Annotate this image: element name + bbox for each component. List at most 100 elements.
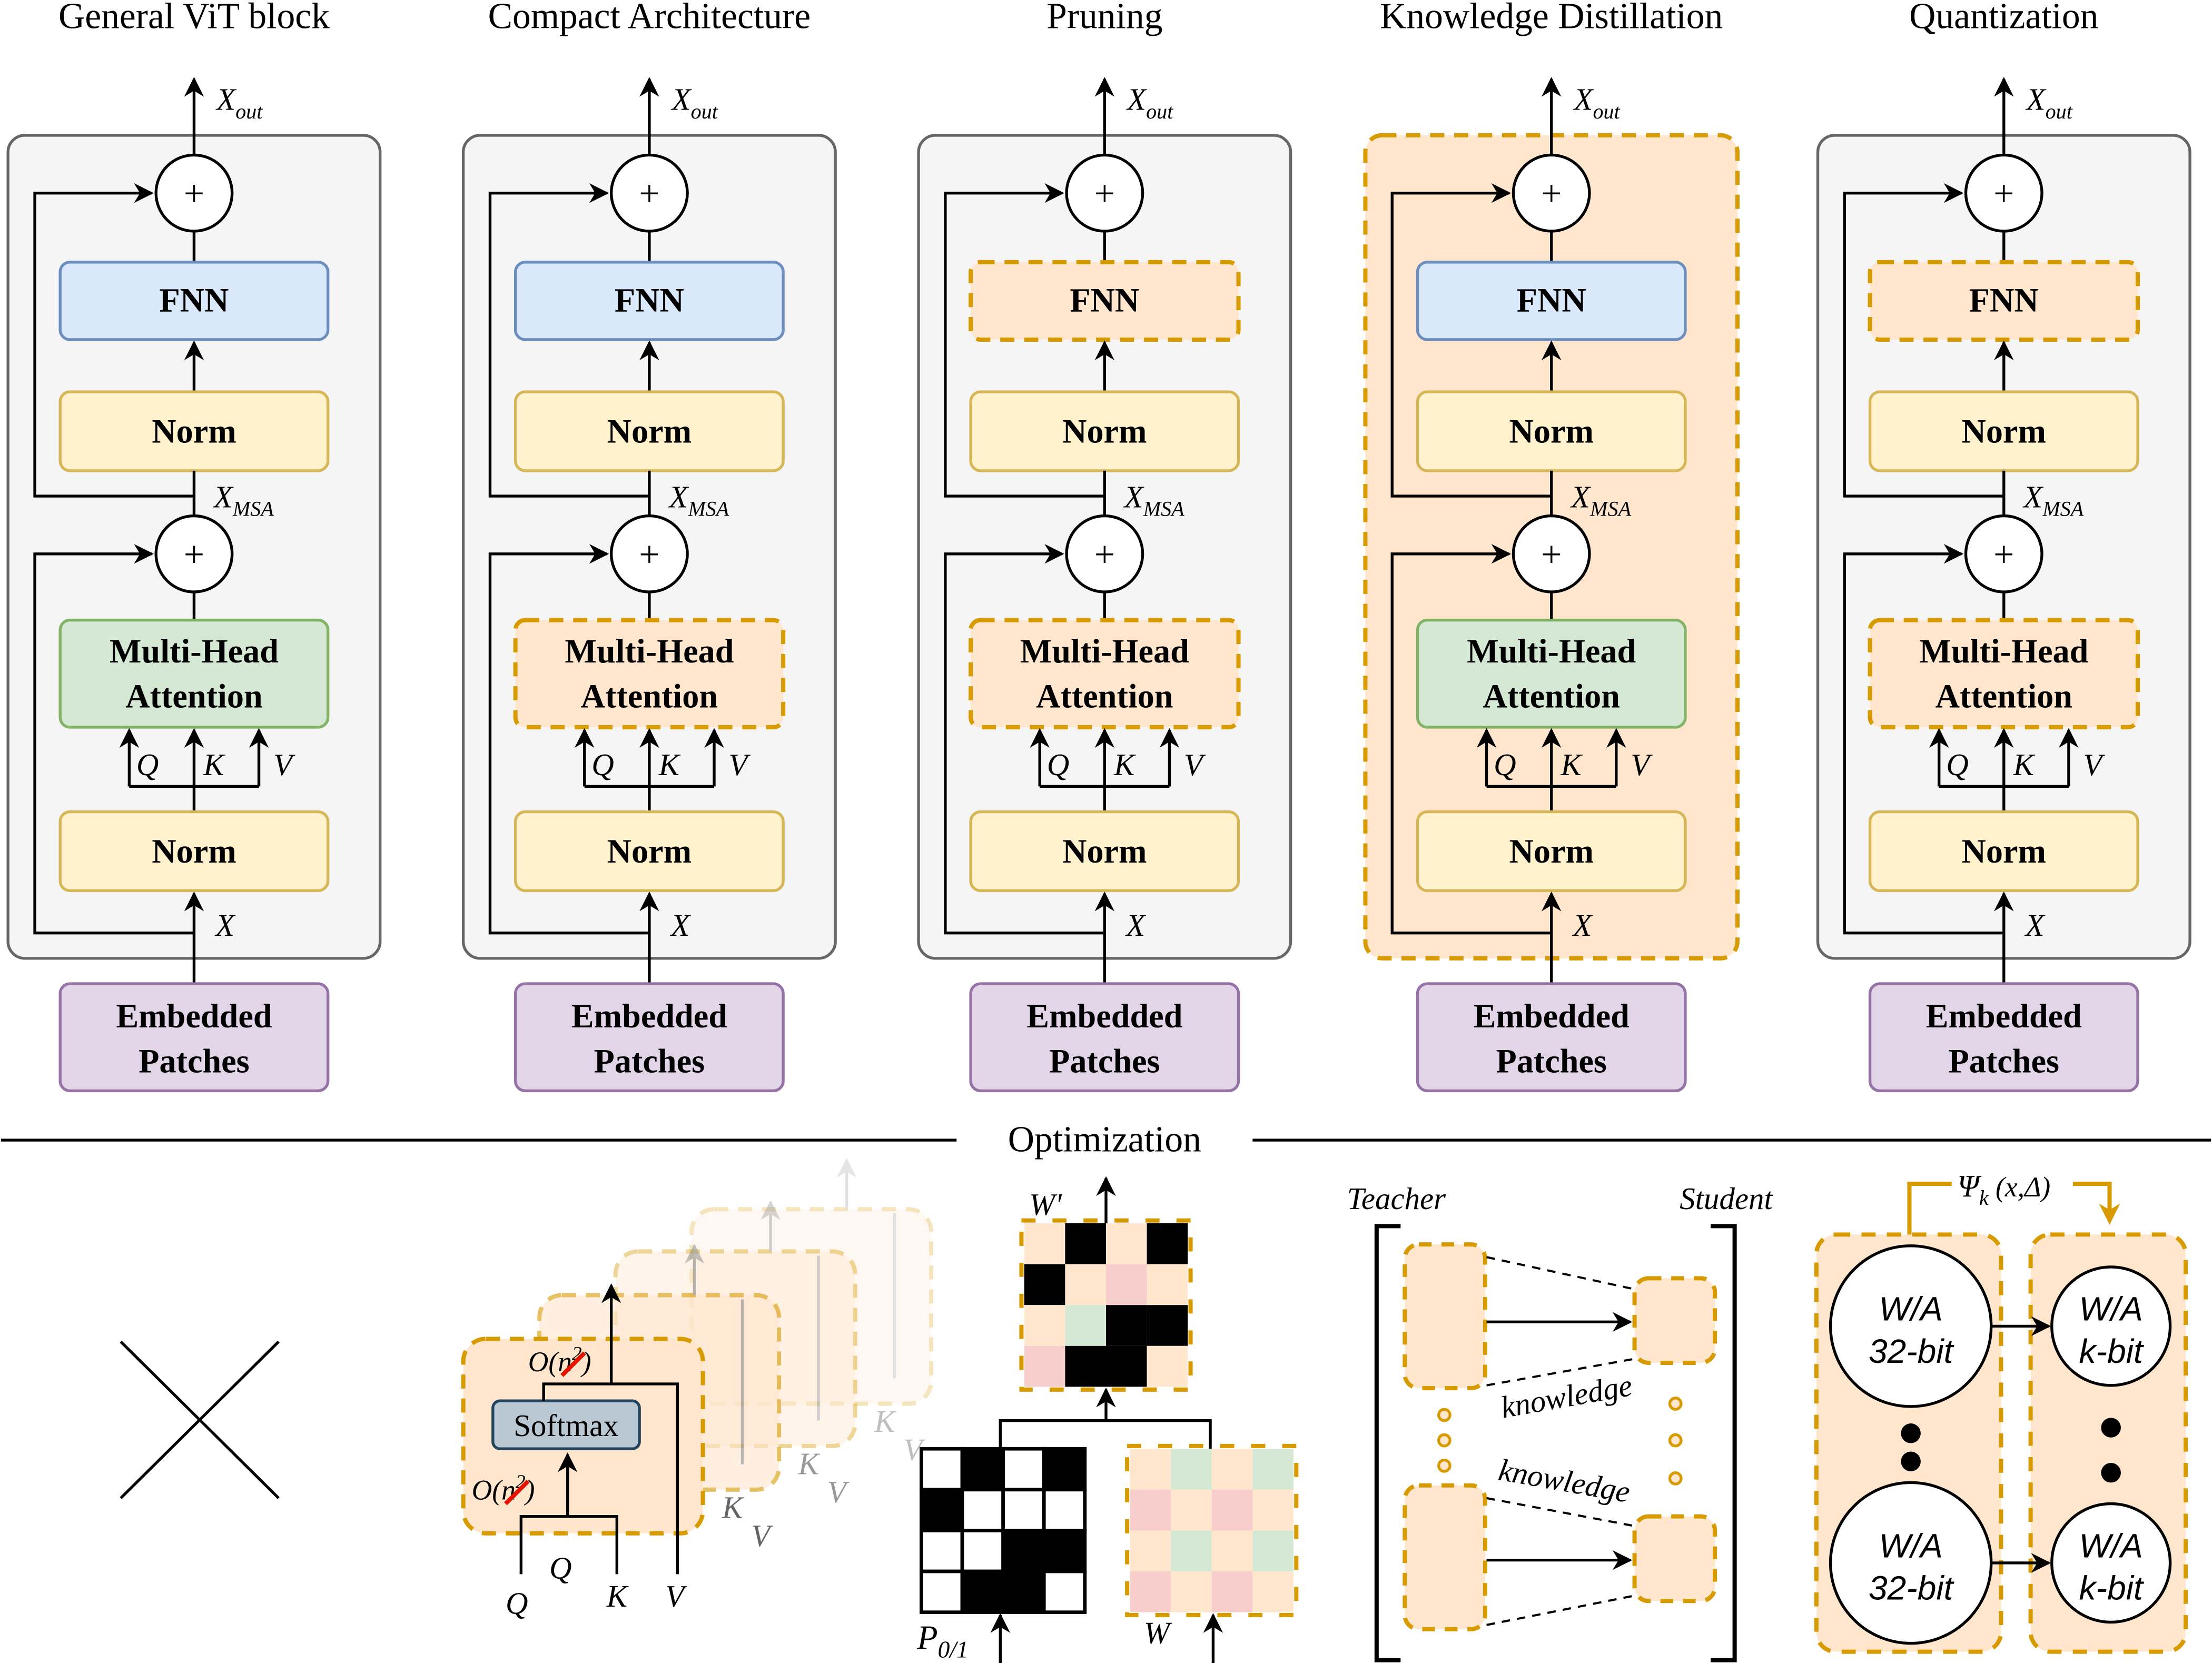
complexity-label-top: O(n2) [528, 1343, 591, 1378]
ellipsis-dot [1901, 1451, 1921, 1472]
mha-label-line2: Attention [1935, 677, 2072, 715]
grid-cell [1001, 1447, 1046, 1492]
grid-cell [1130, 1449, 1171, 1490]
softmax-v-merge [542, 1382, 679, 1575]
grid-cell [1065, 1223, 1106, 1264]
embed-label-line1: Embedded [1026, 997, 1182, 1035]
embed-label-line2: Patches [1049, 1043, 1160, 1080]
x-label: X [2025, 908, 2046, 943]
panel-title: Quantization [1909, 0, 2098, 37]
grid-cell [1001, 1569, 1046, 1614]
grid-cell [1171, 1449, 1212, 1490]
embedded-patches-block [969, 982, 1240, 1093]
teacher-block-bottom [1403, 1483, 1487, 1631]
embedded-patches-block [1868, 982, 2139, 1093]
norm-block-bottom [969, 810, 1240, 893]
embed-label-line1: Embedded [1474, 997, 1630, 1035]
grid-cell [1065, 1345, 1106, 1387]
mha-block [969, 618, 1241, 729]
fnn-label: FNN [615, 281, 684, 319]
norm-block-bottom [1416, 810, 1687, 893]
plus-icon: + [1993, 534, 2014, 575]
grid-cell [1024, 1345, 1065, 1387]
strike-icon [504, 1479, 530, 1506]
fnn-block [514, 261, 785, 341]
v-input-label: V [665, 1579, 687, 1613]
ellipsis-dot [2101, 1462, 2121, 1483]
node-label-line1: W/A [2079, 1290, 2143, 1328]
ellipsis-dot [1668, 1397, 1683, 1411]
embed-label-line2: Patches [139, 1043, 249, 1080]
mask-grid [920, 1447, 1087, 1614]
pruned-weight-label: W' [1029, 1187, 1062, 1222]
x-label: X [1125, 908, 1146, 943]
grid-cell [920, 1488, 964, 1532]
residual-connection-top [1843, 183, 2004, 498]
strike-icon [560, 1351, 586, 1377]
cross-icon [120, 1340, 280, 1499]
residual-connection-bottom [1843, 544, 2004, 935]
mha-label-line1: Multi-Head [565, 632, 734, 670]
panel-title: Compact Architecture [488, 0, 811, 37]
ellipsis-dot [1437, 1458, 1451, 1473]
plus-icon: + [1094, 534, 1115, 575]
fnn-block [969, 260, 1241, 342]
mha-label-line1: Multi-Head [110, 632, 279, 670]
knowledge-link [1486, 1256, 1636, 1291]
grid-cell [1024, 1264, 1065, 1305]
grid-cell [1211, 1449, 1253, 1490]
embed-label-line1: Embedded [116, 997, 272, 1035]
grid-cell [1024, 1223, 1065, 1264]
fnn-label: FNN [1070, 281, 1139, 319]
k-label: K [658, 748, 681, 782]
node-label-line1: W/A [2079, 1527, 2143, 1565]
x-msa-label: XMSA [1123, 480, 1184, 520]
fnn-block [1416, 261, 1687, 341]
grid-cell [1106, 1305, 1147, 1346]
grid-cell [1106, 1345, 1147, 1387]
v-label: V [273, 748, 295, 782]
grid-cell [1130, 1530, 1171, 1572]
kbit-node-top: W/Ak-bit [2050, 1265, 2172, 1387]
embed-label-line1: Embedded [1926, 997, 2082, 1035]
v-label: V [2083, 748, 2105, 782]
plus-icon: + [184, 174, 204, 214]
norm-label: Norm [1062, 833, 1147, 870]
embedded-patches-block [58, 982, 330, 1093]
embed-label-line2: Patches [1496, 1043, 1606, 1080]
plus-icon: + [1541, 534, 1562, 575]
knowledge-label: knowledge [1496, 1452, 1633, 1509]
x-label: X [670, 908, 691, 943]
norm-block-bottom [58, 810, 330, 893]
residual-connection-top [33, 183, 194, 498]
q-label: Q [1047, 748, 1070, 782]
grid-cell [1171, 1489, 1212, 1531]
knowledge-link [1486, 1594, 1636, 1626]
grid-cell [1171, 1571, 1212, 1612]
q-label: Q [591, 748, 614, 782]
grid-frame [1125, 1443, 1299, 1618]
plus-icon: + [184, 534, 204, 575]
grid-cell [920, 1447, 964, 1492]
weight-label: W [1144, 1616, 1172, 1650]
grid-cell [960, 1488, 1005, 1532]
optimization-divider: Optimization [1, 1120, 2211, 1160]
panel-pruning: PruningXout+FNNNormXMSA+Multi-HeadAttent… [917, 0, 1292, 1093]
student-block-top [1632, 1276, 1717, 1365]
fnn-label: FNN [1517, 281, 1586, 319]
v-label: V [1184, 748, 1206, 782]
grid-cell [1065, 1264, 1106, 1305]
teacher-label: Teacher [1347, 1182, 1447, 1216]
softmax-block [491, 1399, 641, 1450]
right-bracket [1711, 1224, 1737, 1662]
grid-cell [1147, 1305, 1188, 1346]
knowledge-label: knowledge [1498, 1368, 1635, 1425]
grid-cell [1042, 1488, 1087, 1532]
complexity-label-bottom: O(n2) [472, 1471, 535, 1506]
weight-grid [1125, 1443, 1299, 1618]
ellipsis-dot [2101, 1418, 2121, 1438]
norm-label: Norm [1509, 833, 1593, 870]
